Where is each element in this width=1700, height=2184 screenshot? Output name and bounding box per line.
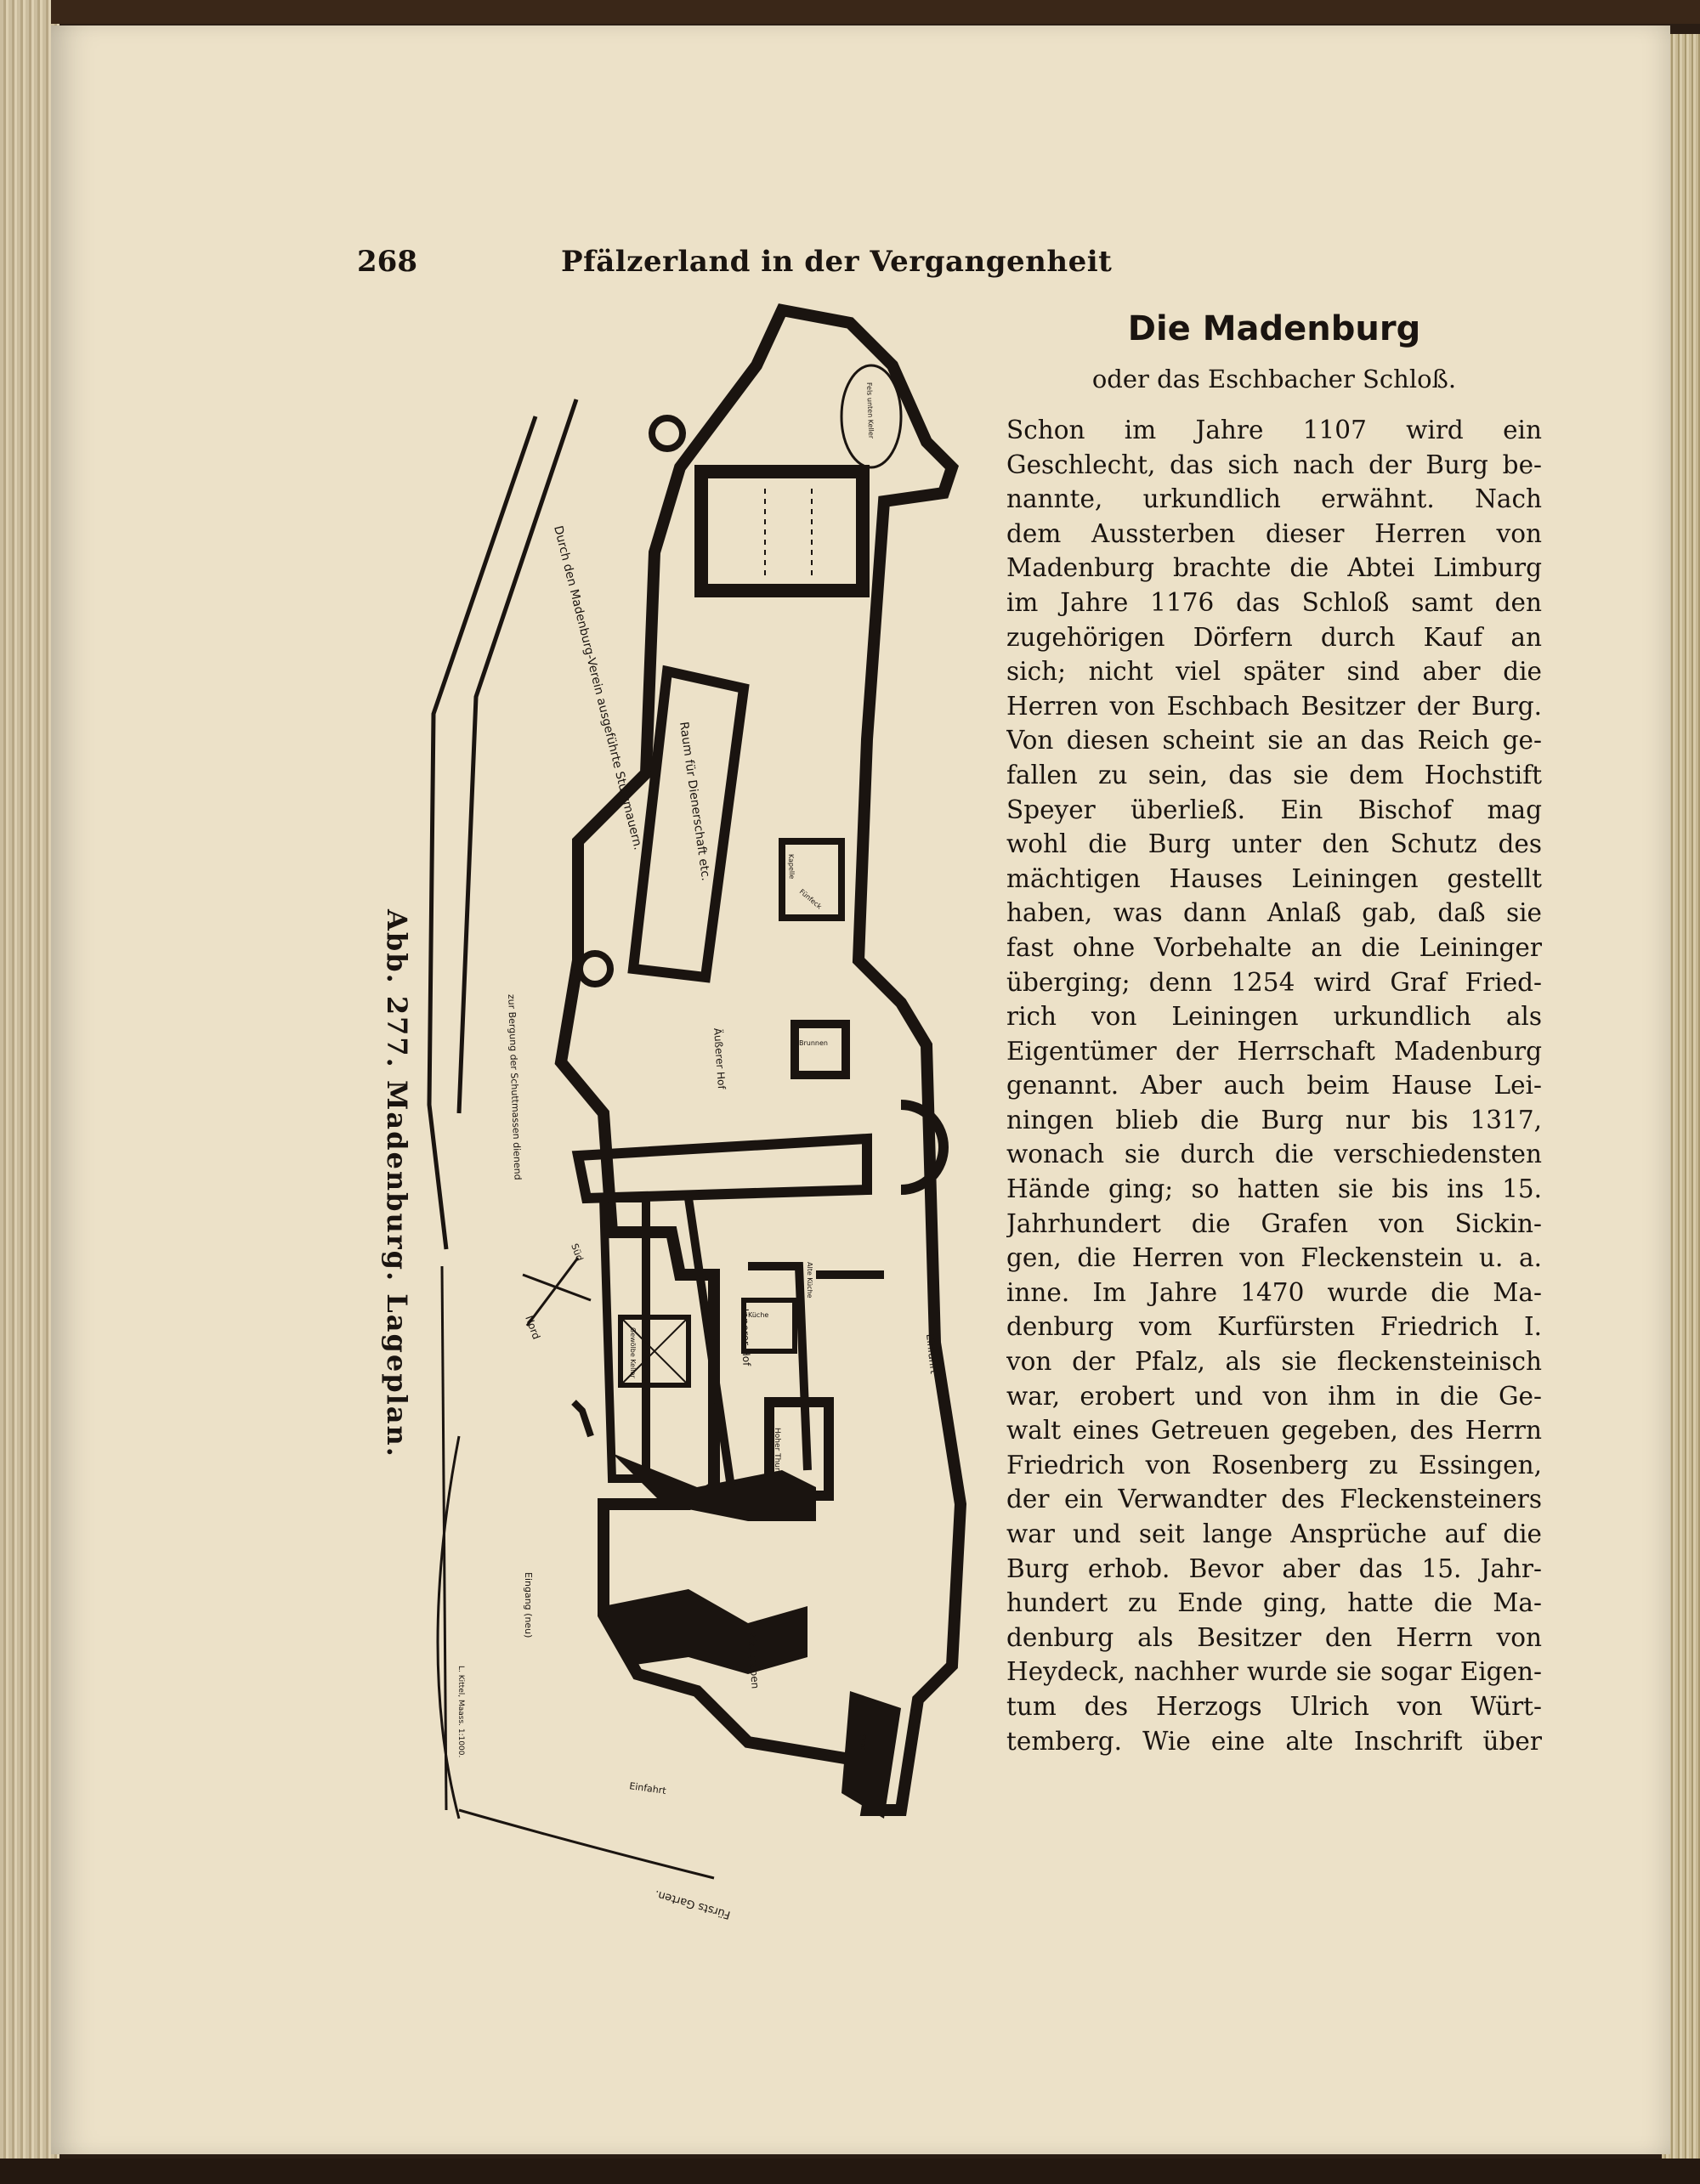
figure-caption: Abb. 277. Madenburg. Lageplan. <box>381 909 413 1458</box>
body-line: inne. Im Jahre 1470 wurde die Ma- <box>1006 1277 1542 1307</box>
body-line: Friedrich von Rosenberg zu Essingen, <box>1006 1450 1542 1480</box>
book-page-edges <box>0 0 60 2184</box>
body-line: genannt. Aber auch beim Hause Lei- <box>1006 1071 1542 1100</box>
compass-axis-b <box>525 1257 580 1327</box>
book-cover-top <box>51 0 1700 24</box>
body-line: Herren von Eschbach Besitzer der Burg. <box>1006 691 1542 721</box>
body-line: von der Pfalz, als sie fleckensteinisch <box>1006 1347 1542 1377</box>
upper-cellar-oval <box>840 364 903 469</box>
path-line-c <box>458 1808 715 1880</box>
body-line: ningen blieb die Burg nur bis 1317, <box>1006 1105 1542 1134</box>
path-line-b <box>436 1435 461 1819</box>
label-signature: L. Kittel, Maass. 1:1000. <box>456 1666 465 1757</box>
label-keller-top: Fels unten Keller <box>865 382 875 439</box>
label-innerer-hof: Innerer Hof <box>739 1309 752 1367</box>
body-line: Eigentümer der Herrschaft Madenburg <box>1006 1036 1542 1066</box>
hoher-thurm-building <box>764 1397 834 1501</box>
body-line: überging; denn 1254 wird Graf Fried- <box>1006 967 1542 997</box>
label-bergung: zur Bergung der Schuttmassen dienend <box>506 994 524 1180</box>
body-line: fallen zu sein, das sie dem Hochstift <box>1006 760 1542 789</box>
gate-tower <box>842 1691 901 1819</box>
body-line: denburg als Besitzer den Herrn von <box>1006 1622 1542 1652</box>
label-kapelle: Kapelle <box>787 854 796 880</box>
kapelle-building <box>779 838 845 921</box>
label-fuenfeck: Fünfeck <box>798 888 824 911</box>
article-column: Die Madenburg oder das Eschbacher Schloß… <box>1006 306 1542 1758</box>
keller-building <box>618 1315 691 1388</box>
retaining-wall-inner <box>427 416 538 1250</box>
label-garten: Fürsts Garten. <box>654 1887 733 1921</box>
body-line: mächtigen Hauses Leiningen gestellt <box>1006 863 1542 893</box>
castle-site-plan: Durch den Madenburg-Verein ausgeführte S… <box>427 303 967 1921</box>
bastion-lower <box>604 1589 808 1674</box>
label-wallgraben: Wallgraben <box>745 1631 762 1689</box>
body-line: fast ohne Vorbehalte an die Leininger <box>1006 932 1542 962</box>
article-subtitle: oder das Eschbacher Schloß. <box>1091 365 1457 393</box>
page-number: 268 <box>357 245 417 279</box>
upper-building <box>694 465 870 597</box>
body-line: temberg. Wie eine alte Inschrift über <box>1006 1726 1542 1756</box>
body-line: Hände ging; so hatten sie bis ins 15. <box>1006 1174 1542 1204</box>
body-line: war und seit lange Ansprüche auf die <box>1006 1519 1542 1548</box>
body-line: dem Aussterben dieser Herren von <box>1006 518 1542 548</box>
body-line: im Jahre 1176 das Schloß samt den <box>1006 587 1542 617</box>
body-line: sich; nicht viel später sind aber die <box>1006 657 1542 687</box>
label-brunnen: Brunnen <box>799 1039 828 1047</box>
servants-hall <box>627 665 750 983</box>
label-stuetzmauern: Durch den Madenburg-Verein ausgeführte S… <box>551 524 645 852</box>
body-line: Speyer überließ. Ein Bischof mag <box>1006 795 1542 824</box>
running-head: 268 Pfälzerland in der Vergangenheit <box>357 245 1250 287</box>
body-line: war, erobert und von ihm in die Ge- <box>1006 1381 1542 1411</box>
body-line: zugehörigen Dörfern durch Kauf an <box>1006 622 1542 652</box>
body-line: rich von Leiningen urkundlich als <box>1006 1002 1542 1032</box>
body-line: Schon im Jahre 1107 wird ein <box>1006 416 1542 444</box>
body-line: wonach sie durch die verschiedensten <box>1006 1140 1542 1169</box>
label-alte-kueche: Alte Küche <box>806 1262 813 1299</box>
body-line: walt eines Getreuen gegeben, des Herrn <box>1006 1416 1542 1446</box>
book-page: 268 Pfälzerland in der Vergangenheit Abb… <box>51 25 1670 2154</box>
label-nord: Nord <box>523 1314 542 1341</box>
body-line: Jahrhundert die Grafen von Sickin- <box>1006 1208 1542 1238</box>
body-line: nannte, urkundlich erwähnt. Nach <box>1006 484 1542 514</box>
body-line: wohl die Burg unter den Schutz des <box>1006 829 1542 859</box>
book-cover-bottom <box>0 2159 1700 2184</box>
running-title: Pfälzerland in der Vergangenheit <box>561 245 1113 279</box>
article-title: Die Madenburg <box>1127 309 1421 348</box>
retaining-wall-outer <box>456 399 579 1114</box>
label-gewoelbe-keller: Gewölbe Keller <box>629 1327 637 1378</box>
body-line: gen, die Herren von Fleckenstein u. a. <box>1006 1243 1542 1273</box>
body-line: tum des Herzogs Ulrich von Würt- <box>1006 1691 1542 1721</box>
inner-gate-wall <box>571 1133 872 1204</box>
label-aeusserer-hof: Äußerer Hof <box>711 1027 728 1090</box>
inner-court-west <box>598 1194 650 1483</box>
body-line: denburg vom Kurfürsten Friedrich I. <box>1006 1312 1542 1342</box>
label-sued: Süd <box>569 1242 585 1263</box>
label-eingang: Eingang (neu) <box>523 1572 534 1638</box>
label-hoher-thurm: Hoher Thurm <box>773 1428 781 1478</box>
label-einfahrt-bottom: Einfahrt <box>629 1780 667 1796</box>
body-line: haben, was dann Anlaß gab, daß sie <box>1006 898 1542 928</box>
kueche-building <box>741 1298 797 1354</box>
body-line: Heydeck, nachher wurde sie sogar Eigen- <box>1006 1657 1542 1687</box>
label-raum: Raum für Dienerschaft etc. <box>677 721 712 881</box>
outer-wall <box>554 303 967 1816</box>
body-line: der ein Verwandter des Fleckensteiners <box>1006 1485 1542 1514</box>
body-line: Von diesen scheint sie an das Reich ge- <box>1006 726 1542 755</box>
label-thor: Thor <box>858 1733 867 1751</box>
body-line: Geschlecht, das sich nach der Burg be- <box>1006 450 1542 479</box>
label-kueche: Küche <box>748 1311 768 1319</box>
label-einfahrt-right: Einfahrt <box>924 1333 940 1375</box>
body-line: Burg erhob. Bevor aber das 15. Jahr- <box>1006 1553 1542 1583</box>
body-line: Madenburg brachte die Abtei Limburg <box>1006 553 1542 583</box>
wallgraben-wall <box>612 1453 816 1521</box>
body-line: hundert zu Ende ging, hatte die Ma- <box>1006 1588 1542 1618</box>
brunnen-building <box>790 1020 850 1079</box>
